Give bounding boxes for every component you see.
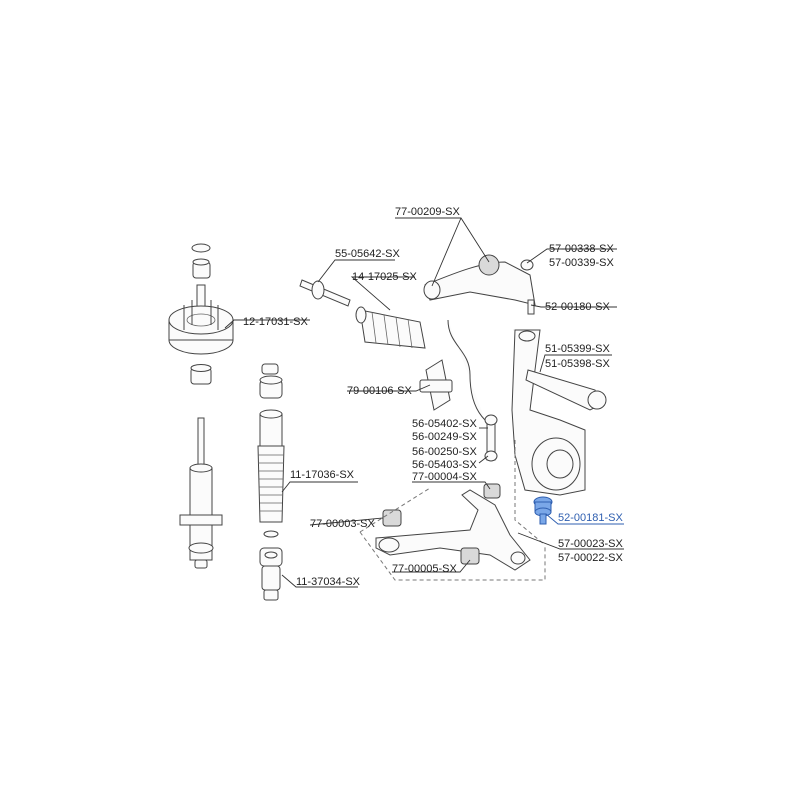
label-upper-arm: 77-00209-SX xyxy=(395,206,460,218)
label-stab-link-c: 56-00250-SX xyxy=(412,446,477,458)
stabilizer-bar xyxy=(447,319,486,421)
leader-lines xyxy=(224,217,624,588)
upper-control-arm xyxy=(423,254,536,315)
lower-arm-frame xyxy=(359,440,546,581)
shock-absorber xyxy=(179,417,223,569)
lower-ball-joint[interactable] xyxy=(533,496,553,525)
label-steering-boot: 14-17025-SX xyxy=(352,271,417,283)
lower-bushings xyxy=(382,483,501,565)
label-lower-bushing-mid: 77-00005-SX xyxy=(392,563,457,575)
lower-control-arm xyxy=(375,489,531,571)
label-tie-rod-end-a: 51-05399-SX xyxy=(545,343,610,355)
label-upper-arm-joint: 52-00180-SX xyxy=(545,301,610,313)
label-lower-bushing-front: 77-00003-SX xyxy=(310,518,375,530)
label-lower-arm-b: 57-00022-SX xyxy=(558,552,623,564)
label-tie-rod-inner: 55-05642-SX xyxy=(335,248,400,260)
tie-rod-inner xyxy=(299,279,351,307)
label-lower-bushing-rear: 77-00004-SX xyxy=(412,471,477,483)
label-lower-arm-a: 57-00023-SX xyxy=(558,538,623,550)
steering-boot xyxy=(355,306,426,349)
label-strut-mount: 12-17031-SX xyxy=(243,316,308,328)
label-stab-link-b: 56-00249-SX xyxy=(412,431,477,443)
label-stab-bushing: 79-00106-SX xyxy=(347,385,412,397)
strut-mount-assembly xyxy=(168,243,234,385)
label-bump-stop: 11-37034-SX xyxy=(296,576,361,588)
label-stab-link-a: 56-05402-SX xyxy=(412,418,477,430)
label-ball-joint-b: 57-00339-SX xyxy=(549,257,614,269)
label-tie-rod-end-b: 51-05398-SX xyxy=(545,358,610,370)
label-stab-link-d: 56-05403-SX xyxy=(412,459,477,471)
tie-rod-end xyxy=(525,369,607,411)
label-ball-joint-a: 57-00338-SX xyxy=(549,243,614,255)
stabilizer-link xyxy=(484,414,498,462)
label-dust-boot: 11-17036-SX xyxy=(290,469,355,481)
label-lower-ball-joint[interactable]: 52-00181-SX xyxy=(558,512,623,524)
boot-stack xyxy=(257,363,285,601)
stabilizer-bushing xyxy=(419,359,453,411)
